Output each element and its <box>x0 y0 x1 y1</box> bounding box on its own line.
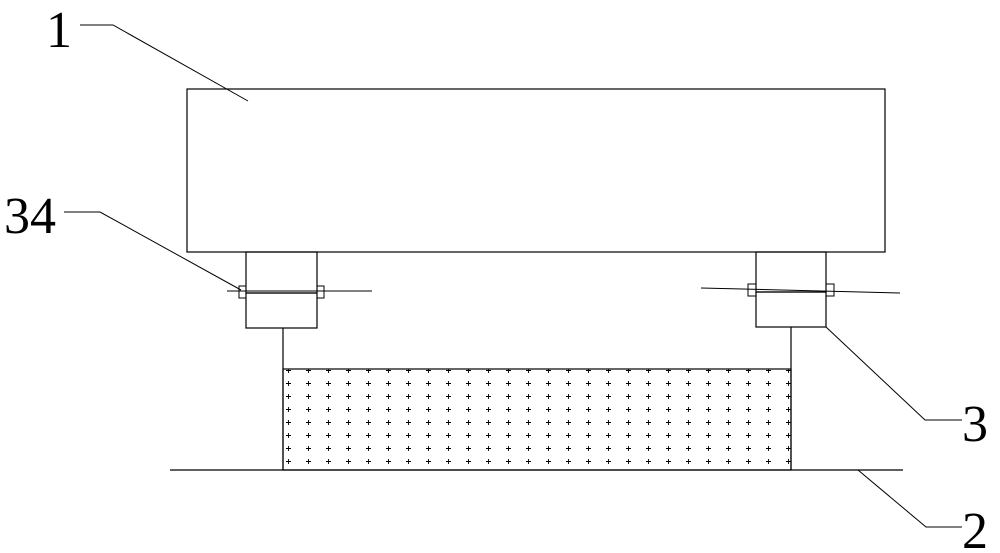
leader-34 <box>64 212 241 290</box>
top-block <box>187 89 885 252</box>
label-2: 2 <box>962 503 988 553</box>
right-bolt-nut <box>826 284 834 296</box>
label-1: 1 <box>46 2 72 59</box>
label-3: 3 <box>962 396 988 453</box>
right-bolt-head <box>748 284 756 296</box>
label-34: 34 <box>4 188 56 245</box>
left-bracket-lower <box>246 293 317 328</box>
left-bolt-head <box>239 286 246 298</box>
base-fill-block <box>283 369 791 470</box>
right-bracket-upper <box>756 252 826 292</box>
leader-2 <box>858 470 962 527</box>
left-bracket-upper <box>246 252 317 293</box>
left-bolt-nut <box>317 286 324 298</box>
right-bracket-lower <box>756 292 826 327</box>
leader-3 <box>826 327 962 420</box>
